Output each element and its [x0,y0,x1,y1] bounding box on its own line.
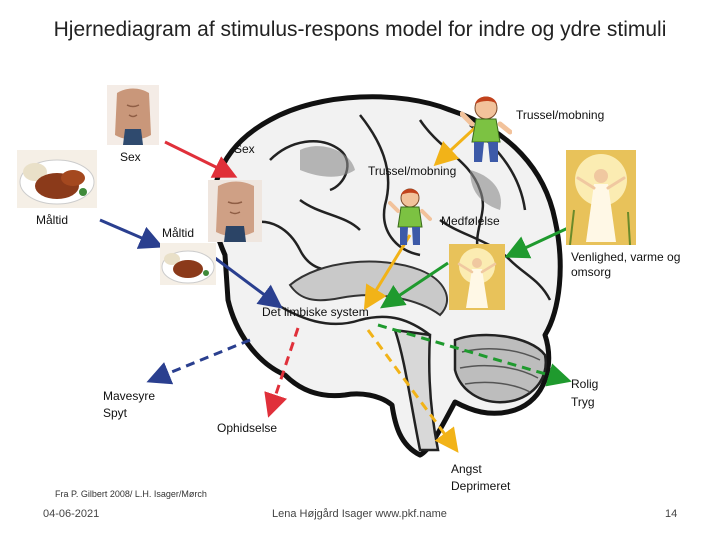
food-image-outer [17,150,97,208]
arrow-omsorg-outer [504,226,569,259]
label-deprimeret: Deprimeret [451,479,511,493]
arrow-mavesyre [146,338,251,385]
compassion-figure-image-inner [449,244,505,310]
arrow-trussel-inner [363,234,412,311]
label-mavesyre: Mavesyre [103,389,156,403]
label-venlighed: Venlighed, varme og omsorg [571,250,681,279]
torso-image-inner [208,180,262,242]
label-rolig: Rolig [571,377,599,391]
label-angst: Angst [451,462,482,476]
source-note: Fra P. Gilbert 2008/ L.H. Isager/Mørch [55,489,207,499]
compassion-figure-image-outer [566,150,636,245]
arrow-maltid-inner [214,256,283,309]
arrow-trussel-outer [433,123,480,167]
page-number: 14 [665,508,678,520]
label-maltid-outer: Måltid [36,213,69,227]
label-maltid-inner: Måltid [162,226,195,240]
bully-boy-image-outer [460,92,512,168]
label-sex-outer: Sex [120,150,141,164]
label-trussel-inner: Trussel/mobning [368,164,457,178]
label-sex-inner: Sex [234,142,255,156]
label-trussel-outer: Trussel/mobning [516,108,605,122]
arrow-maltid-outer [99,218,164,249]
arrow-rolig [377,323,572,387]
label-limbic-system: Det limbiske system [262,305,369,319]
label-tryg: Tryg [571,395,595,409]
slide-title: Hjernediagram af stimulus-respons model … [53,18,667,41]
footer-author: Lena Højgård Isager www.pkf.name [272,508,447,520]
arrow-sex-outer [164,140,238,178]
label-spyt: Spyt [103,406,128,420]
arrow-omsorg-inner [380,261,449,309]
label-medfolelse: Medfølelse [441,214,500,228]
bully-boy-image-inner [388,185,432,249]
label-ophidselse: Ophidselse [217,421,278,435]
torso-image-outer [107,85,159,145]
arrow-angst [366,329,459,453]
footer-date: 04-06-2021 [43,508,100,520]
food-image-inner [160,243,216,285]
